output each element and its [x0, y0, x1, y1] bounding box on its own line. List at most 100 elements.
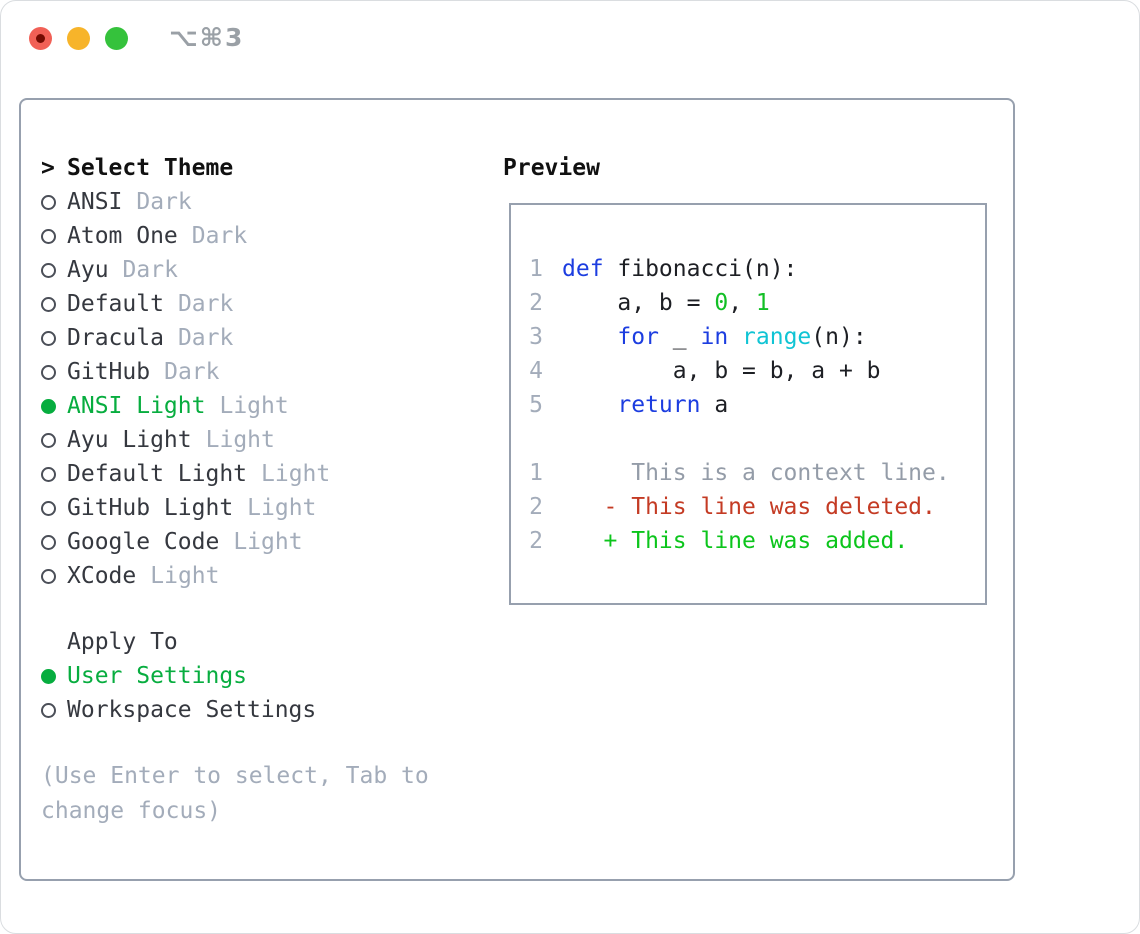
radio-icon: [41, 534, 56, 550]
radio-icon: [41, 364, 56, 380]
apply-to-option[interactable]: User Settings: [41, 659, 461, 693]
radio-icon: [41, 702, 56, 718]
line-number: 2: [529, 528, 543, 554]
code-content: a, b = 0, 1: [562, 290, 770, 316]
theme-variant-label: Light: [247, 495, 317, 521]
window-title: ⌥⌘3: [169, 23, 245, 52]
theme-option-label: Ayu Light: [67, 427, 192, 453]
radio-slot: [41, 432, 67, 448]
apply-to-header-row: Apply To: [41, 625, 461, 659]
radio-slot: [41, 296, 67, 312]
theme-option[interactable]: ANSI Light Light: [41, 389, 461, 423]
code-line: [529, 422, 985, 456]
theme-option-label: Atom One: [67, 223, 178, 249]
hint-text: (Use Enter to select, Tab to change focu…: [41, 763, 429, 824]
line-number: 5: [529, 392, 543, 418]
theme-option-label: GitHub Light: [67, 495, 234, 521]
line-number: 2: [529, 494, 543, 520]
theme-variant-label: Light: [261, 461, 331, 487]
radio-slot: [41, 228, 67, 244]
theme-option-label: Default: [67, 291, 164, 317]
select-theme-header: Select Theme: [67, 155, 234, 181]
radio-slot: [41, 466, 67, 482]
line-number: [529, 422, 543, 456]
radio-slot: [41, 500, 67, 516]
apply-to-option-label: User Settings: [67, 663, 248, 689]
theme-option-label: Ayu: [67, 257, 109, 283]
theme-option[interactable]: GitHub Light Light: [41, 491, 461, 525]
line-number: 1: [529, 460, 543, 486]
theme-variant-label: Light: [219, 393, 289, 419]
theme-variant-label: Light: [205, 427, 275, 453]
theme-option[interactable]: Atom One Dark: [41, 219, 461, 253]
theme-option-label: ANSI: [67, 189, 123, 215]
line-number: 2: [529, 290, 543, 316]
theme-option-label: XCode: [67, 563, 137, 589]
code-line: 2 + This line was added.: [529, 524, 985, 558]
radio-slot: [41, 364, 67, 380]
line-number: 4: [529, 358, 543, 384]
minimize-button[interactable]: [67, 27, 90, 50]
radio-slot: [41, 568, 67, 584]
theme-option-label: Google Code: [67, 529, 220, 555]
theme-option[interactable]: ANSI Dark: [41, 185, 461, 219]
radio-slot: [41, 194, 67, 210]
theme-option-label: ANSI Light: [67, 393, 206, 419]
radio-icon: [41, 262, 56, 278]
code-content: This is a context line.: [562, 460, 950, 486]
radio-icon: [41, 568, 56, 584]
code-line: 2 a, b = 0, 1: [529, 286, 985, 320]
radio-slot: [41, 398, 67, 414]
code-line: 2 - This line was deleted.: [529, 490, 985, 524]
zoom-button[interactable]: [105, 27, 128, 50]
theme-variant-label: Light: [233, 529, 303, 555]
code-content: def fibonacci(n):: [562, 256, 798, 282]
line-number: 1: [529, 256, 543, 282]
radio-icon: [41, 330, 56, 346]
radio-slot: [41, 262, 67, 278]
code-line: 3 for _ in range(n):: [529, 320, 985, 354]
radio-icon: [41, 466, 56, 482]
theme-option[interactable]: XCode Light: [41, 559, 461, 593]
theme-variant-label: Light: [150, 563, 220, 589]
theme-option[interactable]: Ayu Light Light: [41, 423, 461, 457]
radio-icon: [41, 194, 56, 210]
apply-to-option[interactable]: Workspace Settings: [41, 693, 461, 727]
radio-icon: [41, 228, 56, 244]
theme-option-label: Default Light: [67, 461, 248, 487]
radio-icon: [41, 296, 56, 312]
line-number: 3: [529, 324, 543, 350]
code-content: for _ in range(n):: [617, 324, 867, 350]
apply-to-option-label: Workspace Settings: [67, 697, 317, 723]
theme-variant-label: Dark: [191, 223, 248, 249]
theme-option[interactable]: Google Code Light: [41, 525, 461, 559]
code-content: - This line was deleted.: [562, 494, 936, 520]
code-content: a, b = b, a + b: [562, 358, 881, 384]
code-content: + This line was added.: [562, 528, 909, 554]
theme-variant-label: Dark: [177, 325, 234, 351]
code-line: 5 return a: [529, 388, 985, 422]
code-line: 1 This is a context line.: [529, 456, 985, 490]
radio-slot: [41, 330, 67, 346]
code-line: 1 def fibonacci(n):: [529, 252, 985, 286]
radio-icon: [41, 500, 56, 516]
code-line: 4 a, b = b, a + b: [529, 354, 985, 388]
close-button-dot-icon: [36, 34, 45, 43]
theme-option[interactable]: Default Light Light: [41, 457, 461, 491]
radio-icon: [41, 432, 56, 448]
select-theme-header-row: > Select Theme: [41, 151, 461, 185]
radio-slot: [41, 702, 67, 718]
close-button[interactable]: [29, 27, 52, 50]
theme-variant-label: Dark: [136, 189, 192, 215]
